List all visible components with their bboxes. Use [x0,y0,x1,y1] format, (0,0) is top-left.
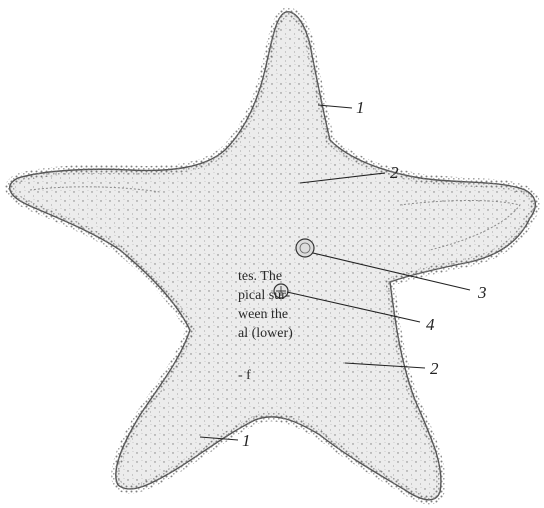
label-1-top: 1 [356,98,365,117]
side-text-line-1: tes. The [238,268,282,286]
starfish-body [10,12,536,500]
label-1-bottom: 1 [242,431,251,450]
side-text-line-5: - f [238,367,251,385]
label-3: 3 [477,283,487,302]
starfish-texture [10,12,536,500]
side-text-line-2: pical sur- [238,287,290,305]
label-2-right: 2 [430,359,439,378]
label-2-top: 2 [390,163,399,182]
side-text-line-4: al (lower) [238,325,293,343]
label-4: 4 [426,315,435,334]
side-text-line-3: ween the [238,306,288,324]
madreporite [296,239,314,257]
